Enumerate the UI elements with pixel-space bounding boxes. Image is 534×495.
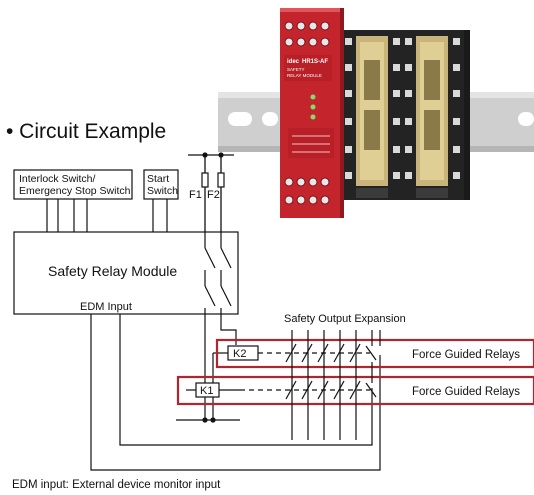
led-2 bbox=[310, 104, 316, 110]
start-switch-label-2: Switch bbox=[147, 185, 178, 197]
footnote: EDM input: External device monitor input bbox=[12, 479, 221, 491]
led-1 bbox=[310, 94, 316, 100]
junction-bus-right bbox=[210, 417, 216, 423]
output-wiring bbox=[90, 314, 381, 471]
module-output-contacts bbox=[204, 232, 232, 314]
module-brand: idec bbox=[287, 59, 300, 65]
module-label-line2: RELAY MODULE bbox=[287, 73, 322, 78]
interlock-switch-label-1: Interlock Switch/ bbox=[19, 173, 96, 185]
safety-relay-module-label: Safety Relay Module bbox=[48, 263, 177, 279]
relay-coil-k1 bbox=[195, 382, 220, 398]
relay-k2-label: K2 bbox=[233, 348, 246, 360]
section-heading: • Circuit Example bbox=[6, 120, 166, 143]
force-guided-relays-label-k1: Force Guided Relays bbox=[412, 386, 520, 398]
edm-input-label: EDM Input bbox=[80, 301, 132, 313]
interlock-switch-box bbox=[13, 169, 133, 200]
relay-socket-2 bbox=[404, 30, 464, 200]
fuse-f1 bbox=[201, 172, 209, 188]
start-switch-box bbox=[143, 169, 179, 200]
fuse-f1-label: F1 bbox=[189, 189, 202, 201]
expansion-contacts bbox=[285, 330, 381, 440]
fuse-f2-label: F2 bbox=[207, 189, 220, 201]
safety-output-expansion-label: Safety Output Expansion bbox=[284, 313, 406, 325]
interlock-switch-label-2: Emergency Stop Switch bbox=[19, 185, 131, 197]
safety-relay-module-box bbox=[13, 231, 239, 315]
module-model: HR1S-AF bbox=[302, 59, 328, 65]
product-illustration: idec HR1S-AF SAFETY RELAY MODULE bbox=[218, 8, 534, 218]
start-switch-label-1: Start bbox=[147, 173, 169, 185]
relay-socket-1 bbox=[344, 30, 404, 200]
relay-k1-label: K1 bbox=[200, 385, 213, 397]
power-lines bbox=[188, 154, 234, 232]
k2-highlight-box bbox=[215, 338, 534, 369]
junction-top-left bbox=[202, 152, 208, 158]
force-guided-relays-label-k2: Force Guided Relays bbox=[412, 349, 520, 361]
safety-relay-module-photo: idec HR1S-AF SAFETY RELAY MODULE bbox=[280, 8, 344, 218]
module-label-line1: SAFETY bbox=[287, 67, 305, 72]
fuse-f2 bbox=[217, 172, 225, 188]
junction-top-right bbox=[218, 152, 224, 158]
led-3 bbox=[310, 114, 316, 120]
switch-wires bbox=[46, 199, 168, 232]
junction-bus-left bbox=[202, 417, 208, 423]
